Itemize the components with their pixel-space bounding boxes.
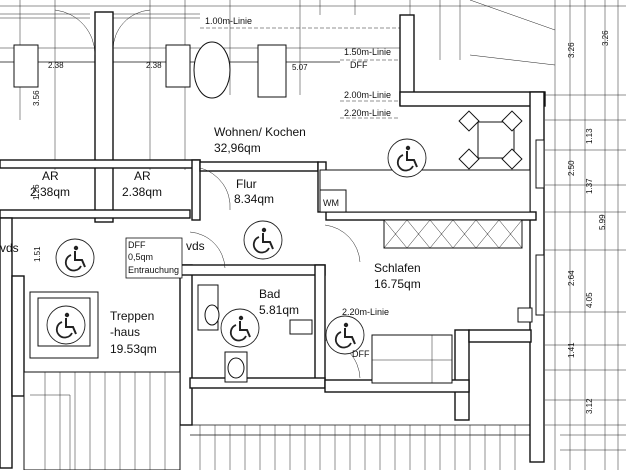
line-label-200: 2.00m-Linie xyxy=(344,90,391,100)
bathroom-fixtures xyxy=(197,284,313,383)
dim-label: 5.07 xyxy=(292,63,308,72)
wheelchair-icon xyxy=(46,305,86,345)
dff-box xyxy=(125,237,183,279)
wheelchair-icon xyxy=(55,238,95,278)
dim-label: 1.51 xyxy=(33,246,42,262)
room-name-treppen: Treppen xyxy=(110,309,154,323)
coffee-table xyxy=(193,41,231,99)
room-name-ar-right: AR xyxy=(134,169,151,183)
stairwell xyxy=(23,291,181,470)
dff-box-line-2: 0,5qm xyxy=(128,252,153,262)
dim-label: 1.41 xyxy=(567,342,576,358)
wm-label: WM xyxy=(323,198,339,208)
vds-label-right: vds xyxy=(186,239,205,253)
dim-label: 3.26 xyxy=(601,30,610,46)
dff-label-top: DFF xyxy=(350,60,368,70)
kitchen-counter xyxy=(319,169,531,213)
line-label-100: 1.00m-Linie xyxy=(205,16,252,26)
vds-label-left: vds xyxy=(0,241,19,255)
dim-label: 2.50 xyxy=(567,160,576,176)
room-name-flur: Flur xyxy=(236,177,257,191)
dim-label: 2.38 xyxy=(48,61,64,70)
dim-label: 3.56 xyxy=(32,90,41,106)
armchair xyxy=(257,44,287,98)
room-name-ar-left: AR xyxy=(42,169,59,183)
wheelchair-icon xyxy=(387,138,427,178)
dim-label: 1.37 xyxy=(585,178,594,194)
room-area-ar-right: 2.38qm xyxy=(122,185,162,199)
room-name-wohnen: Wohnen/ Kochen xyxy=(214,125,306,139)
dim-label: 1.26 xyxy=(32,184,41,200)
line-label-220-top: 2.20m-Linie xyxy=(344,108,391,118)
dff-box-line-3: Entrauchung xyxy=(128,265,179,275)
room-name-treppen-2: -haus xyxy=(110,325,140,339)
room-area-bad: 5.81qm xyxy=(259,303,299,317)
room-name-bad: Bad xyxy=(259,287,280,301)
room-area-treppen: 19.53qm xyxy=(110,342,157,356)
roof-lines xyxy=(0,13,200,19)
dff-box-line-1: DFF xyxy=(128,240,146,250)
bed xyxy=(371,307,533,384)
door-swings xyxy=(54,9,361,379)
room-name-schlafen: Schlafen xyxy=(374,261,421,275)
dim-label: 3.12 xyxy=(585,398,594,414)
room-area-wohnen: 32,96qm xyxy=(214,141,261,155)
wheelchair-icon xyxy=(243,220,283,260)
room-area-schlafen: 16.75qm xyxy=(374,277,421,291)
room-area-flur: 8.34qm xyxy=(234,192,274,206)
washing-machine xyxy=(319,189,347,213)
wheelchair-icon xyxy=(220,308,260,348)
line-label-220-bottom: 2.20m-Linie xyxy=(342,307,389,317)
dim-label: 2.38 xyxy=(146,61,162,70)
armchair xyxy=(165,44,191,88)
dim-label: 2.64 xyxy=(567,270,576,286)
room-area-ar-left: 2.38qm xyxy=(30,185,70,199)
dining-table xyxy=(458,110,523,170)
dff-label-bottom: DFF xyxy=(352,349,370,359)
armchair xyxy=(13,44,39,88)
dim-label: 3.26 xyxy=(567,42,576,58)
balcony xyxy=(190,424,626,470)
line-label-150: 1.50m-Linie xyxy=(344,47,391,57)
dim-label: 5.99 xyxy=(598,214,607,230)
dim-label: 1.13 xyxy=(585,128,594,144)
wardrobe xyxy=(383,219,523,249)
dim-label: 4.05 xyxy=(585,292,594,308)
